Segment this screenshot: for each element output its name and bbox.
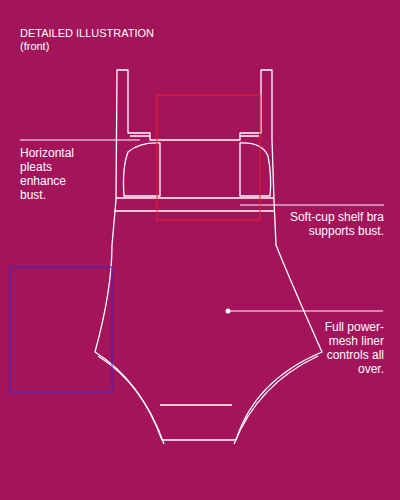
- red-frame: [157, 95, 260, 220]
- diagram-title: DETAILED ILLUSTRATION (front): [20, 27, 175, 53]
- left-cup: [124, 143, 161, 196]
- leader-line: [228, 311, 383, 312]
- leader-line: [20, 140, 140, 141]
- blue-frame: [10, 267, 112, 392]
- callout-label: Soft-cup shelf bra supports bust.: [288, 210, 384, 238]
- leader-line: [240, 205, 384, 206]
- leg-trim: [98, 356, 318, 444]
- callout-label: Horizontal pleats enhance bust.: [20, 146, 92, 202]
- crotch-seam: [160, 404, 232, 405]
- right-cup: [240, 143, 271, 196]
- callout-label: Full power-mesh liner controls all over.: [298, 320, 384, 376]
- leader-dot: [226, 309, 231, 314]
- swimsuit-outline: [95, 70, 322, 440]
- neckline-trim: [130, 135, 259, 136]
